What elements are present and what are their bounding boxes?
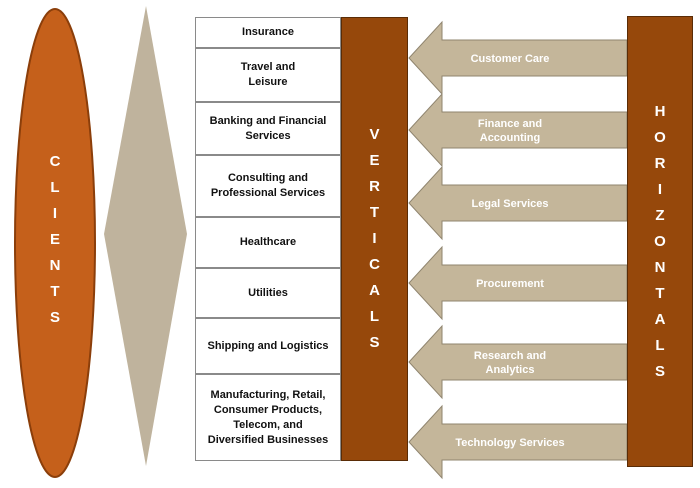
pillar-letter: O <box>654 128 666 146</box>
pillar-letter: N <box>654 258 666 276</box>
pillar-letter: A <box>369 282 380 299</box>
clients-ellipse <box>14 8 96 478</box>
pillar-letter: L <box>369 308 380 325</box>
pillar-letter: T <box>655 284 665 302</box>
pillar-letter: C <box>49 153 61 170</box>
service-arrow <box>408 20 628 96</box>
vertical-item: Consulting and Professional Services <box>195 155 341 217</box>
pillar-letter: S <box>49 309 60 326</box>
service-label: Procurement <box>476 278 544 290</box>
pillar-letter: L <box>655 336 665 354</box>
service-label: Legal Services <box>471 198 548 210</box>
pillar-letter: R <box>654 154 666 172</box>
pillar-letter: E <box>369 152 380 169</box>
pillar-letter: H <box>654 102 666 120</box>
vertical-item: Banking and Financial Services <box>195 102 341 155</box>
pillar-letter: T <box>369 204 380 221</box>
pillar-letter: V <box>369 126 380 143</box>
pillar-letter: I <box>372 230 377 247</box>
service-arrow <box>408 404 628 480</box>
pillar-letter: R <box>369 178 380 195</box>
service-arrow <box>408 324 628 400</box>
service-arrow <box>408 165 628 241</box>
service-label: Technology Services <box>455 437 564 449</box>
pillar-letter: E <box>49 231 60 248</box>
vertical-item: Utilities <box>195 268 341 318</box>
pillar-letter: T <box>50 283 60 300</box>
vertical-item: Shipping and Logistics <box>195 318 341 374</box>
pillar-letter: I <box>52 205 58 222</box>
pillar-letter: S <box>654 362 665 380</box>
pillar-letter: L <box>50 179 60 196</box>
service-label: Customer Care <box>471 53 550 65</box>
vertical-item: Healthcare <box>195 217 341 268</box>
vertical-item: Manufacturing, Retail, Consumer Products… <box>195 374 341 461</box>
vertical-item: Travel and Leisure <box>195 48 341 102</box>
connector-diamond <box>104 6 187 466</box>
pillar-letter: S <box>369 334 380 351</box>
service-arrow <box>408 92 628 168</box>
pillar-letter: I <box>657 180 663 198</box>
pillar-letter: C <box>369 256 380 273</box>
pillar-letter: O <box>654 232 666 250</box>
service-arrow <box>408 245 628 321</box>
vertical-item: Insurance <box>195 17 341 48</box>
pillar-letter: A <box>654 310 666 328</box>
pillar-letter: Z <box>655 206 665 224</box>
pillar-letter: N <box>49 257 61 274</box>
